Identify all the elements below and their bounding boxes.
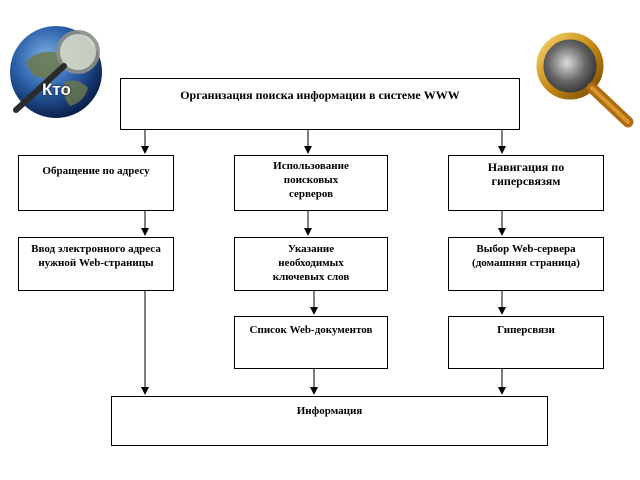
column-3-step-2: Гиперсвязи <box>448 316 604 369</box>
column-1-step-1: Ввод электронного адреса нужной Web-стра… <box>18 237 174 291</box>
column-2-header: Использование поисковых серверов <box>234 155 388 211</box>
column-3-header: Навигация по гиперсвязям <box>448 155 604 211</box>
magnifier-icon <box>530 28 640 136</box>
globe-label: Кто <box>42 80 71 99</box>
column-2-step-1: Указание необходимых ключевых слов <box>234 237 388 291</box>
result-box: Информация <box>111 396 548 446</box>
column-1-header: Обращение по адресу <box>18 155 174 211</box>
title-box: Организация поиска информации в системе … <box>120 78 520 130</box>
column-3-step-1: Выбор Web-сервера (домашняя страница) <box>448 237 604 291</box>
column-2-step-2: Список Web-документов <box>234 316 388 369</box>
globe-with-magnifier-icon <box>6 22 116 122</box>
